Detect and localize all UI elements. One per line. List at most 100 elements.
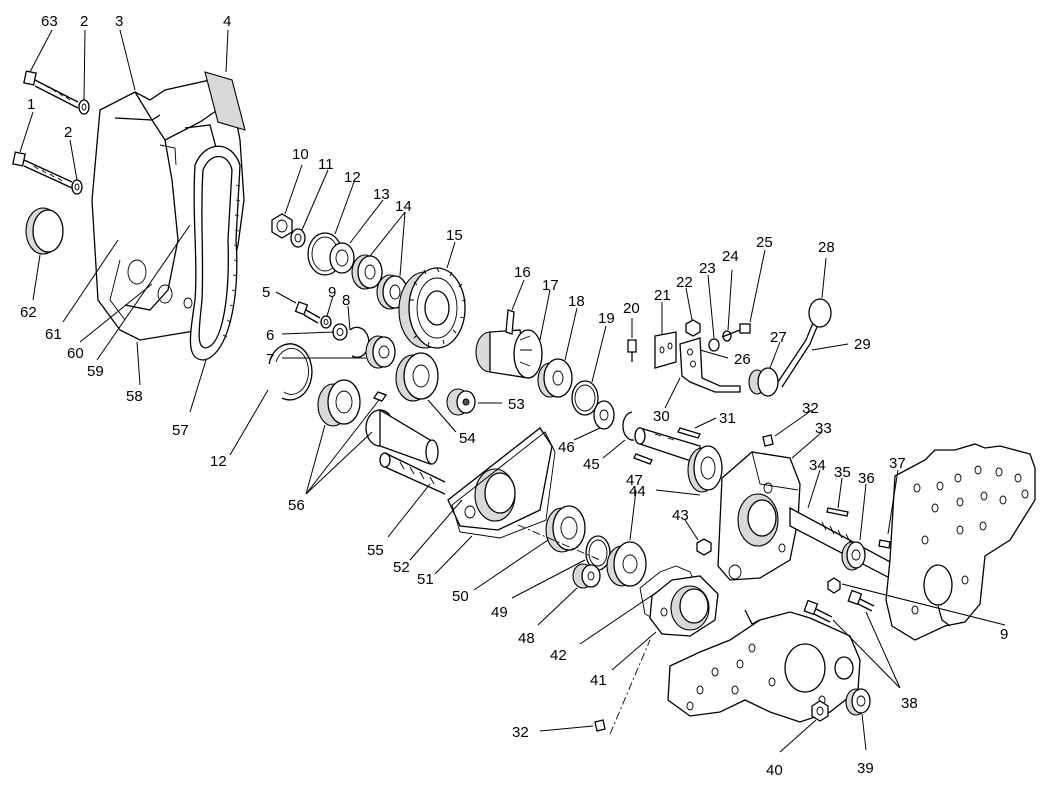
callout-4: 4	[223, 13, 231, 30]
callout-32: 32	[802, 400, 819, 417]
washer-36	[841, 541, 866, 571]
callout-27: 27	[770, 329, 787, 346]
callout-21: 21	[654, 287, 671, 304]
callout-30: 30	[653, 408, 670, 425]
handle-27	[748, 367, 779, 397]
callout-12: 12	[210, 453, 227, 470]
callout-11: 11	[318, 156, 334, 173]
callout-2: 2	[80, 13, 88, 30]
retaining-ring-12-lower	[269, 343, 313, 401]
callout-45: 45	[583, 456, 600, 473]
callout-54: 54	[459, 430, 476, 447]
callout-36: 36	[858, 470, 875, 487]
lever-28	[777, 298, 832, 388]
frame-plate-lower	[667, 609, 861, 723]
bolt-20	[627, 339, 637, 362]
callout-16: 16	[514, 264, 531, 281]
bushing-7	[365, 335, 396, 369]
callout-19: 19	[598, 310, 615, 327]
callout-10: 10	[292, 146, 309, 163]
bolt-5	[294, 301, 321, 324]
callout-20: 20	[623, 300, 640, 317]
callout-46: 46	[558, 439, 575, 456]
nut-9-right	[827, 577, 841, 594]
key-56	[373, 391, 387, 402]
washer-2-lower	[71, 179, 83, 195]
ring-19	[571, 380, 599, 416]
bearing-housing-41	[649, 575, 719, 637]
callout-26: 26	[734, 351, 751, 368]
callout-24: 24	[722, 248, 739, 265]
key-37	[878, 539, 891, 549]
fitting-32-lower	[594, 719, 606, 732]
callout-62: 62	[20, 304, 37, 321]
callout-38: 38	[901, 695, 918, 712]
pin-16	[505, 309, 515, 335]
callout-56: 56	[288, 497, 305, 514]
callout-13: 13	[373, 186, 390, 203]
callout-labels: 63 2 3 4 1 2 62 61 60 59 58 57 10 11 12 …	[20, 13, 1008, 779]
callout-35: 35	[834, 464, 851, 481]
callout-48: 48	[518, 630, 535, 647]
bracket-30	[679, 337, 741, 393]
bearing-56	[317, 379, 361, 427]
callout-43: 43	[672, 507, 689, 524]
key-31a	[677, 427, 701, 439]
callout-5: 5	[262, 284, 270, 301]
callout-44: 44	[629, 483, 646, 500]
spacer-6	[332, 323, 348, 341]
seal-50	[545, 505, 586, 553]
callout-61: 61	[45, 326, 62, 343]
callout-8: 8	[342, 292, 350, 309]
pin-35	[826, 507, 849, 517]
callout-3: 3	[115, 13, 123, 30]
bolt-38-b	[847, 589, 875, 612]
bolt-25	[721, 323, 751, 338]
callout-25: 25	[756, 234, 773, 251]
callout-47: 47	[626, 472, 643, 489]
callout-9: 9	[1000, 626, 1008, 643]
callout-9: 9	[328, 284, 336, 301]
callout-33: 33	[815, 420, 832, 437]
bolt-38-a	[803, 599, 833, 623]
bolt-63	[23, 70, 79, 109]
callout-32: 32	[512, 724, 529, 741]
washer-2-upper	[78, 99, 90, 115]
spacer-48	[572, 563, 601, 589]
callout-18: 18	[568, 293, 585, 310]
fitting-32-upper	[762, 434, 774, 447]
callout-37: 37	[889, 455, 906, 472]
washer-23	[708, 338, 720, 352]
washer-9-left	[320, 315, 332, 329]
plug-53	[446, 388, 476, 416]
decal-plate	[204, 71, 246, 131]
nut-22	[685, 319, 701, 337]
callout-23: 23	[699, 260, 716, 277]
bolt-55	[379, 452, 446, 495]
callout-60: 60	[67, 345, 84, 362]
callout-53: 53	[508, 396, 525, 413]
gasket-51	[451, 431, 556, 539]
callout-2: 2	[64, 124, 72, 141]
callout-40: 40	[766, 762, 783, 779]
callout-39: 39	[857, 760, 874, 777]
ring-45	[622, 411, 635, 441]
bolt-1	[12, 151, 73, 189]
callout-52: 52	[393, 559, 410, 576]
washer-46	[593, 400, 615, 430]
shaft-56	[365, 408, 439, 465]
lock-washer-11	[290, 228, 306, 248]
callout-50: 50	[452, 588, 469, 605]
bracket-21	[654, 331, 677, 369]
callout-42: 42	[550, 647, 567, 664]
nut-40	[811, 700, 829, 722]
callout-57: 57	[172, 422, 189, 439]
bearing-13	[329, 242, 355, 274]
clutch-18	[537, 358, 573, 398]
spacer-54	[395, 352, 439, 402]
callout-15: 15	[446, 227, 463, 244]
callout-28: 28	[818, 239, 835, 256]
callout-58: 58	[126, 388, 143, 405]
callout-29: 29	[854, 336, 871, 353]
